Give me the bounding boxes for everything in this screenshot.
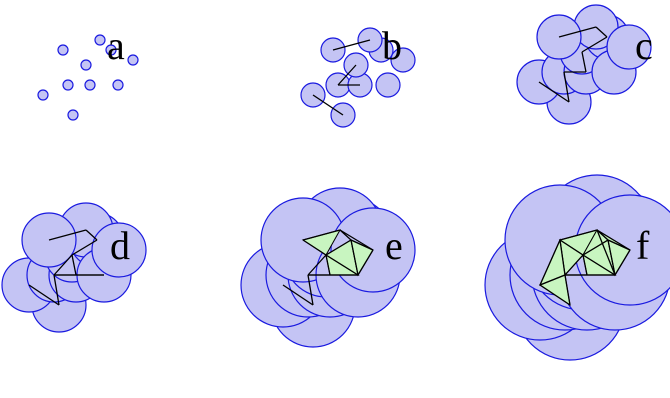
panel-f-edge — [539, 274, 566, 286]
panel-f-edge — [559, 229, 598, 241]
panel-e-edge — [307, 274, 314, 306]
panel-d-edge — [53, 274, 60, 306]
panel-a-disk — [112, 79, 124, 91]
panel-c-label: c — [635, 23, 653, 68]
panel-d: d — [1, 202, 147, 333]
panel-a-disk — [80, 59, 92, 71]
panel-d-edge — [48, 229, 87, 241]
panel-f-edge — [559, 239, 584, 256]
panel-d-edge — [85, 229, 98, 241]
panel-a-disk — [37, 89, 49, 101]
panel-f-label: f — [636, 223, 650, 268]
panel-e-edge — [325, 239, 352, 256]
panel-f-edge — [596, 229, 631, 251]
panel-a-disk — [57, 44, 69, 56]
panel-a-disk — [67, 109, 79, 121]
panel-a-disk — [62, 79, 74, 91]
panel-a-disk — [105, 44, 117, 56]
panel-f-edge — [607, 239, 616, 276]
panel-c-edge — [581, 51, 587, 73]
panel-f-edge — [559, 239, 566, 276]
panel-c: c — [516, 4, 653, 125]
panel-f: f — [484, 174, 670, 361]
panel-a-label: a — [107, 23, 125, 68]
panel-b-edge — [337, 64, 357, 86]
panel-e-label: e — [385, 223, 403, 268]
panel-e: e — [240, 187, 416, 348]
panel-f-edge — [539, 239, 561, 286]
panel-a-disk — [94, 34, 106, 46]
panel-e-edge — [307, 254, 327, 276]
panel-e-edge — [282, 284, 314, 306]
panel-e-edge — [325, 254, 331, 276]
panel-f-edge — [564, 254, 584, 276]
panel-e-edge — [357, 249, 374, 276]
panel-f-edge — [596, 229, 616, 276]
panel-f-edge — [582, 239, 609, 256]
panel-c-edges — [538, 26, 608, 103]
panel-f-edge — [539, 284, 571, 306]
panel-a-disk — [127, 54, 139, 66]
panel-d-edge — [71, 254, 77, 276]
panel-a: a — [37, 23, 139, 121]
panel-c-edge — [581, 36, 608, 53]
panel-b: b — [300, 23, 416, 128]
panel-b-edge — [332, 39, 371, 51]
panel-f-edges — [539, 229, 631, 306]
panel-b-label: b — [382, 23, 402, 68]
panel-a-disks — [37, 34, 139, 121]
panel-d-edge — [53, 254, 73, 276]
panel-c-edge — [558, 26, 597, 38]
panel-f-edge — [582, 254, 588, 276]
panel-b-disk — [390, 47, 416, 73]
panel-b-edges — [312, 39, 371, 116]
panel-a-disk — [84, 79, 96, 91]
panel-e-edge — [302, 239, 327, 256]
panel-d-edge — [71, 239, 98, 256]
panel-d-disk — [91, 222, 147, 278]
panel-d-edges — [28, 229, 104, 306]
panel-c-edge — [538, 81, 570, 103]
panel-e-edge — [339, 229, 374, 251]
panel-d-edge — [28, 284, 60, 306]
panel-c-disk — [606, 24, 652, 70]
panel-e-edge — [302, 229, 341, 241]
panel-b-edge — [312, 94, 344, 116]
panel-e-edge — [325, 254, 359, 276]
panel-f-edge — [582, 254, 616, 276]
panel-f-edge — [614, 249, 631, 276]
panel-e-edges — [282, 229, 374, 306]
panel-e-edge — [350, 239, 359, 276]
panel-d-label: d — [110, 223, 130, 268]
panel-c-edge — [563, 71, 570, 103]
panel-c-edge — [595, 26, 608, 38]
panel-f-edge — [564, 274, 571, 306]
panel-b-disk — [375, 72, 401, 98]
